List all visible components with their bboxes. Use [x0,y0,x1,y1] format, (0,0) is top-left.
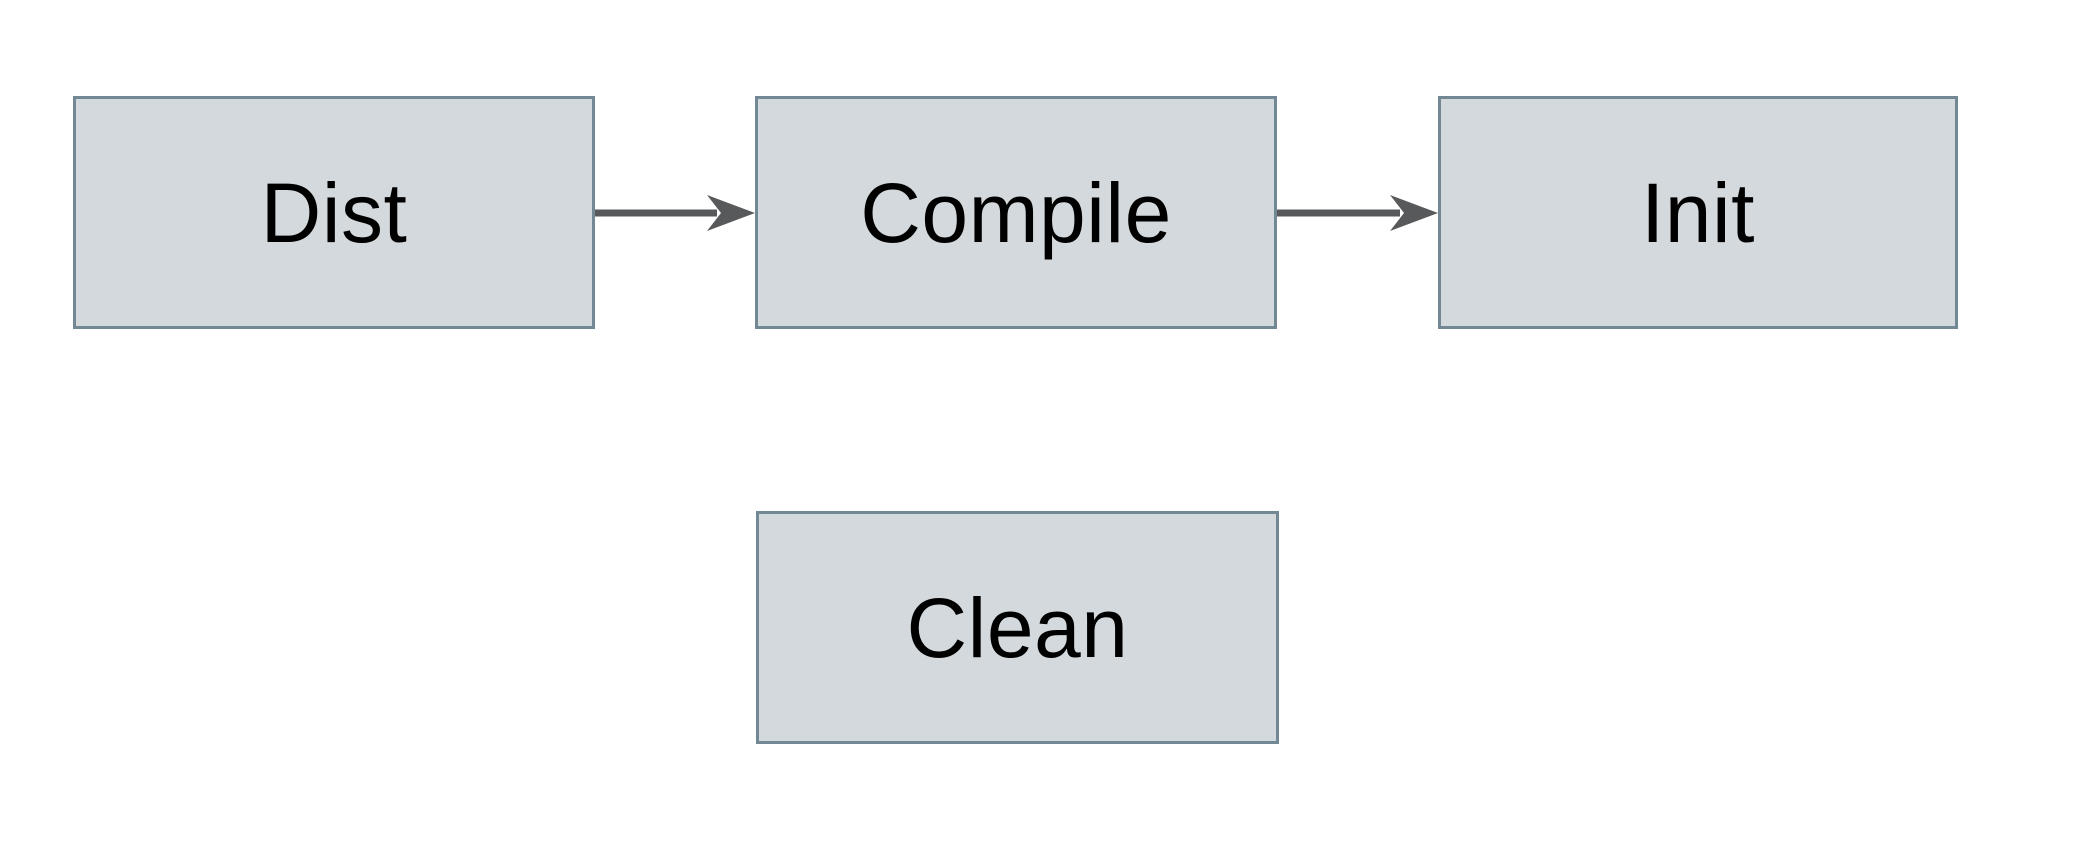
node-init-label: Init [1640,165,1756,260]
node-compile[interactable]: Compile [755,96,1277,329]
node-dist[interactable]: Dist [73,96,595,329]
node-init[interactable]: Init [1438,96,1958,329]
node-compile-label: Compile [860,165,1172,260]
node-clean[interactable]: Clean [756,511,1279,744]
node-dist-label: Dist [260,165,408,260]
edge-dist-to-compile-arrow-icon [595,195,755,231]
node-clean-label: Clean [906,580,1129,675]
edge-compile-to-init-arrow-icon [1277,195,1438,231]
